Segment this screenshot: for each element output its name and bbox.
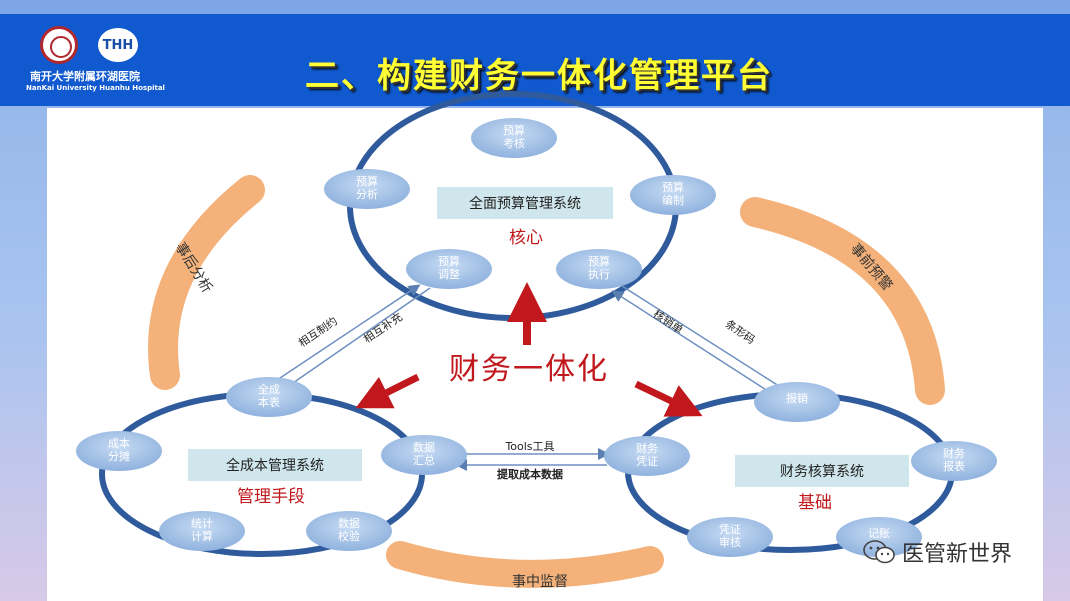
node-right-3: 凭证审核 <box>719 522 741 549</box>
center-label: 财务一体化 <box>449 352 609 387</box>
right-system-label: 财务核算系统 <box>780 464 864 480</box>
core-role-label: 核心 <box>509 228 543 248</box>
link-left-b: 相互补充 <box>361 310 405 346</box>
watermark: 医管新世界 <box>862 536 1012 568</box>
core-nodes <box>324 118 716 289</box>
slide-title: 二、构建财务一体化管理平台 <box>305 56 773 96</box>
node-core-3: 预算调整 <box>438 254 460 281</box>
node-left-3: 统计计算 <box>191 517 213 543</box>
hospital-name-cn: 南开大学附属环湖医院 <box>30 70 140 83</box>
hospital-name-en: NanKai University Huanhu Hospital <box>26 84 165 92</box>
link-bottom-a: Tools工具 <box>504 440 554 453</box>
right-system-box <box>735 455 909 487</box>
node-right-1: 财务凭证 <box>636 441 658 468</box>
node-left-4: 数据校验 <box>338 516 360 543</box>
right-role-label: 基础 <box>798 493 832 513</box>
node-right-2: 财务报表 <box>943 446 965 473</box>
right-nodes <box>604 382 997 557</box>
left-system-box <box>188 449 362 481</box>
nankai-logo-icon <box>40 26 78 64</box>
thh-logo-icon: THH <box>98 28 138 62</box>
arc-bottom-label: 事中监督 <box>512 574 568 590</box>
node-left-2: 数据汇总 <box>413 440 435 467</box>
node-left-0: 全成本表 <box>258 382 280 409</box>
arc-bottom <box>386 541 664 588</box>
left-nodes <box>76 377 467 551</box>
link-left-a: 相互制约 <box>296 314 340 349</box>
core-system-label: 全面预算管理系统 <box>469 195 581 212</box>
core-system-box <box>437 187 613 219</box>
node-right-0: 报销 <box>786 391 808 405</box>
top-band <box>0 0 1070 14</box>
node-right-4: 记账 <box>868 527 890 540</box>
link-right-b: 条形码 <box>723 317 758 347</box>
left-role-label: 管理手段 <box>237 487 305 507</box>
node-core-1: 预算分析 <box>356 174 378 201</box>
node-core-4: 预算执行 <box>588 254 610 281</box>
node-left-1: 成本分摊 <box>108 436 130 463</box>
header-bar: THH 南开大学附属环湖医院 NanKai University Huanhu … <box>0 14 1070 106</box>
link-right-a: 核销单 <box>651 307 686 337</box>
wechat-icon <box>863 540 895 564</box>
link-bottom-b: 提取成本数据 <box>497 467 563 481</box>
node-core-0: 预算考核 <box>503 123 525 150</box>
watermark-text: 医管新世界 <box>902 542 1013 567</box>
left-system-label: 全成本管理系统 <box>226 457 324 474</box>
arc-right <box>740 197 945 405</box>
node-core-2: 预算编制 <box>662 180 684 207</box>
arc-left <box>148 175 265 390</box>
